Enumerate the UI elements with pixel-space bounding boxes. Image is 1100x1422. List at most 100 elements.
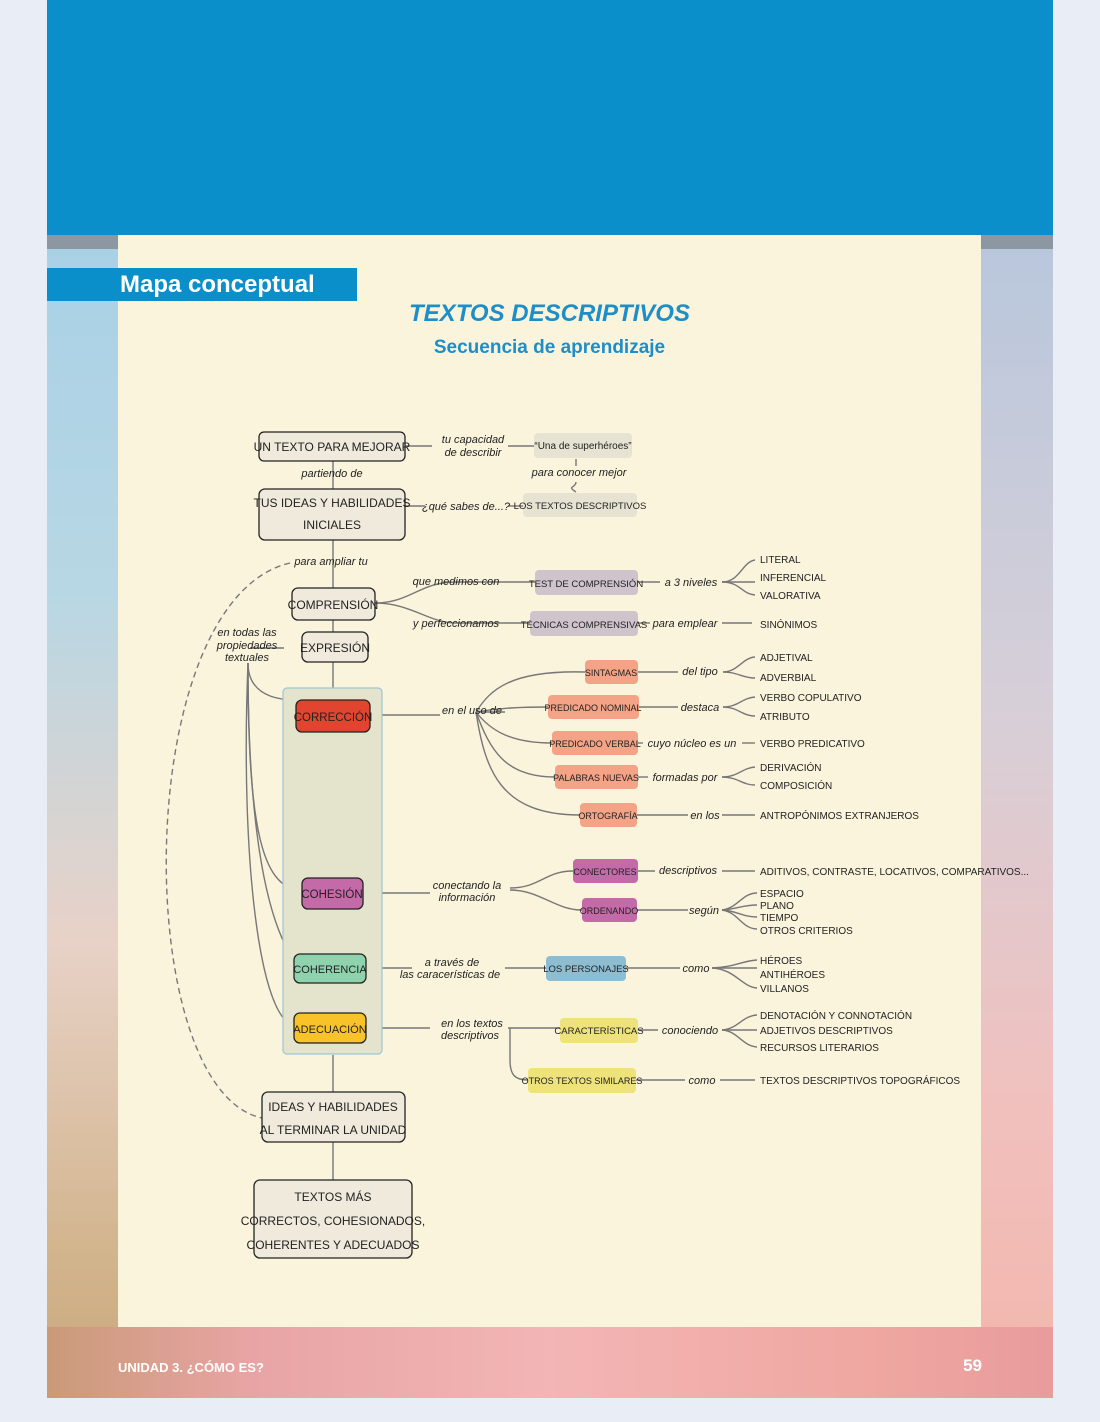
node-los-textos-label: LOS TEXTOS DESCRIPTIVOS [514,501,647,512]
leaf-composicion: COMPOSICIÓN [760,779,832,792]
node-texto-mejorar [258,431,406,462]
leaf-topograficos: TEXTOS DESCRIPTIVOS TOPOGRÁFICOS [760,1074,960,1087]
footer-unit-label: UNIDAD 3. ¿CÓMO ES? [118,1360,264,1375]
node-test [535,570,638,595]
link-descriptivos: descriptivos [659,865,718,877]
link-tu-capacidad-1: tu capacidad [442,434,505,446]
node-ideas-final-line2: AL TERMINAR LA UNIDAD [260,1123,407,1137]
node-ideas-final [261,1091,406,1143]
leaf-verbo-copulativo: VERBO COPULATIVO [760,693,862,704]
link-en-todas-2: propiedades [216,640,278,652]
node-textos-mas-line1: TEXTOS MÁS [294,1189,371,1204]
node-tus-ideas-line1: TUS IDEAS Y HABILIDADES [254,496,411,510]
node-ortografia-label: ORTOGRAFÍA [578,811,637,821]
leaf-antroponimos: ANTROPÓNIMOS EXTRANJEROS [760,809,919,822]
leaf-adjetivos: ADJETIVOS DESCRIPTIVOS [760,1026,893,1037]
leaf-verbo-predicativo: VERBO PREDICATIVO [760,739,865,750]
page-number: 59 [963,1356,982,1375]
link-segun: según [689,905,719,917]
link-conociendo: conociendo [662,1025,718,1037]
link-como2: como [689,1075,716,1087]
node-otros-textos [528,1068,636,1093]
node-textos-mas-line3: COHERENTES Y ADECUADOS [247,1238,420,1252]
node-los-textos [523,493,637,517]
link-que-medimos: que medimos con [413,576,500,588]
node-caracteristicas-label: CARACTERÍSTICAS [554,1026,643,1037]
link-a-traves-1: a través de [425,957,479,969]
node-predicado-verbal [552,731,638,755]
link-en-el-uso: en el uso de [442,705,502,717]
node-expresion [301,631,369,663]
properties-group [282,687,383,1055]
link-en-los-textos-1: en los textos [441,1018,503,1030]
node-tecnicas [530,611,638,636]
connector-lines [165,445,758,1180]
leaf-denotacion: DENOTACIÓN Y CONNOTACIÓN [760,1009,912,1022]
node-coherencia [293,953,367,984]
link-a3niveles: a 3 niveles [665,577,718,589]
node-superheroes-label: “Una de superhéroes” [534,441,631,452]
node-tus-ideas [258,488,406,541]
page-subtitle: Secuencia de aprendizaje [433,337,666,358]
leaf-recursos: RECURSOS LITERARIOS [760,1043,879,1054]
node-coherencia-label: COHERENCIA [293,964,367,976]
node-caracteristicas [560,1018,638,1043]
node-adecuacion [293,1012,367,1044]
link-para-emplear: para emplear [652,618,719,630]
node-personajes-label: LOS PERSONAJES [543,964,629,975]
link-del-tipo: del tipo [682,666,717,678]
node-predicado-nominal-label: PREDICADO NOMINAL [544,703,641,713]
node-conectores [573,859,638,883]
node-personajes [546,956,626,981]
link-destaca: destaca [681,702,720,714]
link-tu-capacidad-2: de describir [445,447,503,459]
link-como1: como [683,963,710,975]
link-a-traves-2: las caracerísticas de [400,969,500,981]
link-y-perfeccionamos: y perfeccionamos [412,618,500,630]
bottom-photo-background [47,1327,1053,1398]
leaf-villanos: VILLANOS [760,984,809,995]
page-title: TEXTOS DESCRIPTIVOS [409,300,690,327]
leaf-adverbial: ADVERBIAL [760,673,817,684]
node-palabras-nuevas [555,765,638,789]
leaf-aditivos: ADITIVOS, CONTRASTE, LOCATIVOS, COMPARAT… [760,867,1029,878]
node-tus-ideas-line2: INICIALES [303,518,361,532]
node-comprension [291,587,376,621]
node-cohesion-label: COHESIÓN [301,888,362,901]
top-color-band [47,0,1053,235]
node-tecnicas-label: TÉCNICAS COMPRENSIVAS [521,620,648,631]
node-sintagmas-label: SINTAGMAS [585,668,637,678]
content-card [118,235,981,1327]
right-photo-background [981,249,1053,1398]
link-partiendo: partiendo de [300,468,362,480]
node-ordenando [582,898,637,922]
node-superheroes [534,433,632,458]
node-adecuacion-label: ADECUACIÓN [293,1023,366,1036]
node-textos-mas [253,1179,413,1259]
node-ideas-final-line1: IDEAS Y HABILIDADES [268,1100,398,1114]
left-photo-background [47,249,119,1398]
node-predicado-nominal [548,695,639,719]
leaf-valorativa: VALORATIVA [760,591,821,602]
link-conectando-2: información [439,892,496,904]
link-conectando-1: conectando la [433,880,502,892]
node-texto-mejorar-label: UN TEXTO PARA MEJORAR [254,440,411,454]
node-ordenando-label: ORDENANDO [580,906,639,916]
leaf-literal: LITERAL [760,555,801,566]
node-sintagmas [585,660,638,684]
leaf-heroes: HÉROES [760,954,803,967]
node-test-label: TEST DE COMPRENSIÓN [529,579,644,590]
link-para-conocer: para conocer mejor [531,467,628,479]
section-tab-bar [47,268,357,301]
node-ortografia [580,803,637,827]
link-que-sabes: ¿qué sabes de...? [422,501,511,513]
node-textos-mas-line2: CORRECTOS, COHESIONADOS, [241,1214,425,1228]
leaf-plano: PLANO [760,901,794,912]
leaf-tiempo: TIEMPO [760,913,799,924]
node-correccion [295,699,371,733]
node-cohesion [301,877,364,910]
leaf-adjetival: ADJETIVAL [760,653,813,664]
node-correccion-label: CORRECCIÓN [294,711,373,724]
leaf-atributo: ATRIBUTO [760,712,810,723]
